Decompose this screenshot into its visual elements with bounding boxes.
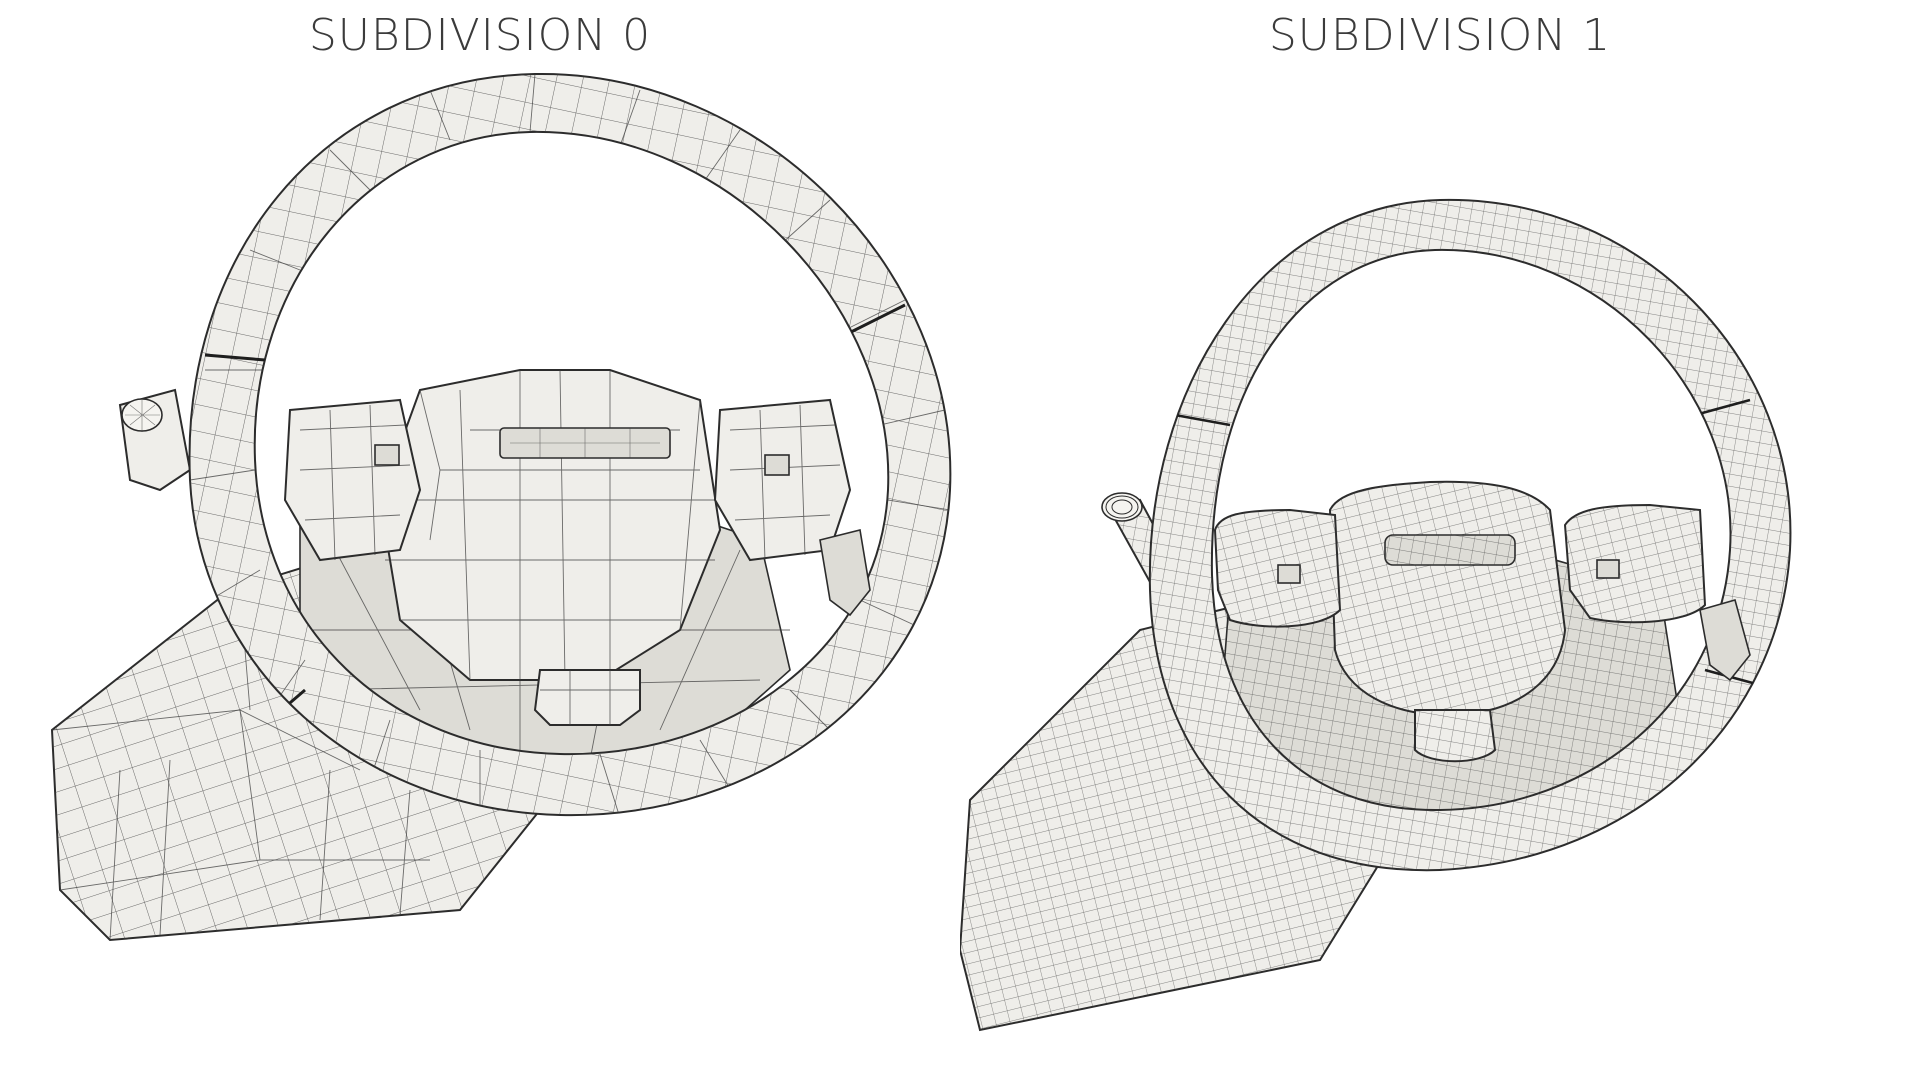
panel-title: SUBDIVISION 1 <box>1268 10 1612 61</box>
steering-wheel-render-coarse <box>50 72 952 942</box>
panel-subdivision-1: SUBDIVISION 1 <box>960 0 1920 1080</box>
panel-title: SUBDIVISION 0 <box>308 10 652 61</box>
panel-subdivision-0: SUBDIVISION 0 <box>50 10 952 942</box>
steering-wheel-render-smooth <box>960 198 1792 1032</box>
